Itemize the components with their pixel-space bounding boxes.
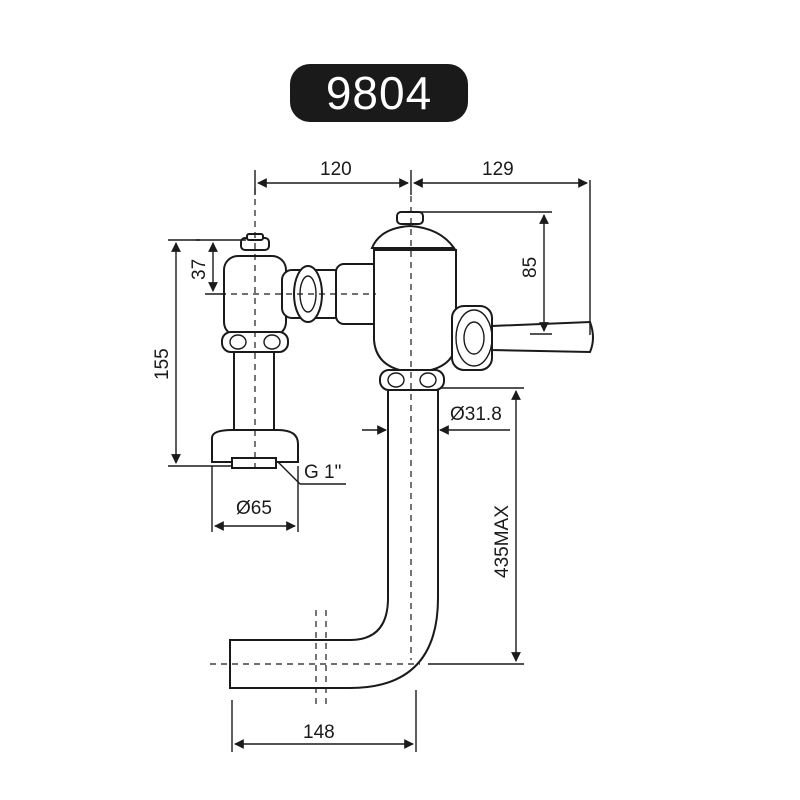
model-number: 9804 bbox=[325, 67, 433, 119]
dim-148: 148 bbox=[303, 722, 335, 743]
dim-37: 37 bbox=[189, 259, 210, 280]
dim-129: 129 bbox=[482, 159, 514, 180]
model-number-badge: 9804 bbox=[290, 64, 468, 122]
center-lines bbox=[210, 188, 420, 708]
valve-body bbox=[370, 211, 594, 391]
dim-31-8: Ø31.8 bbox=[450, 404, 502, 425]
dim-85: 85 bbox=[520, 257, 541, 278]
dim-435max: 435MAX bbox=[492, 505, 513, 578]
dim-120: 120 bbox=[320, 159, 352, 180]
dim-65: Ø65 bbox=[236, 498, 272, 519]
flush-pipe bbox=[229, 389, 439, 689]
dim-155: 155 bbox=[152, 348, 173, 380]
dimension-lines bbox=[168, 170, 591, 752]
dim-g1: G 1" bbox=[304, 462, 341, 483]
inlet-assembly bbox=[211, 233, 299, 469]
dimension-labels: 120 129 85 37 155 Ø31.8 G 1" Ø65 435MAX … bbox=[152, 159, 541, 743]
